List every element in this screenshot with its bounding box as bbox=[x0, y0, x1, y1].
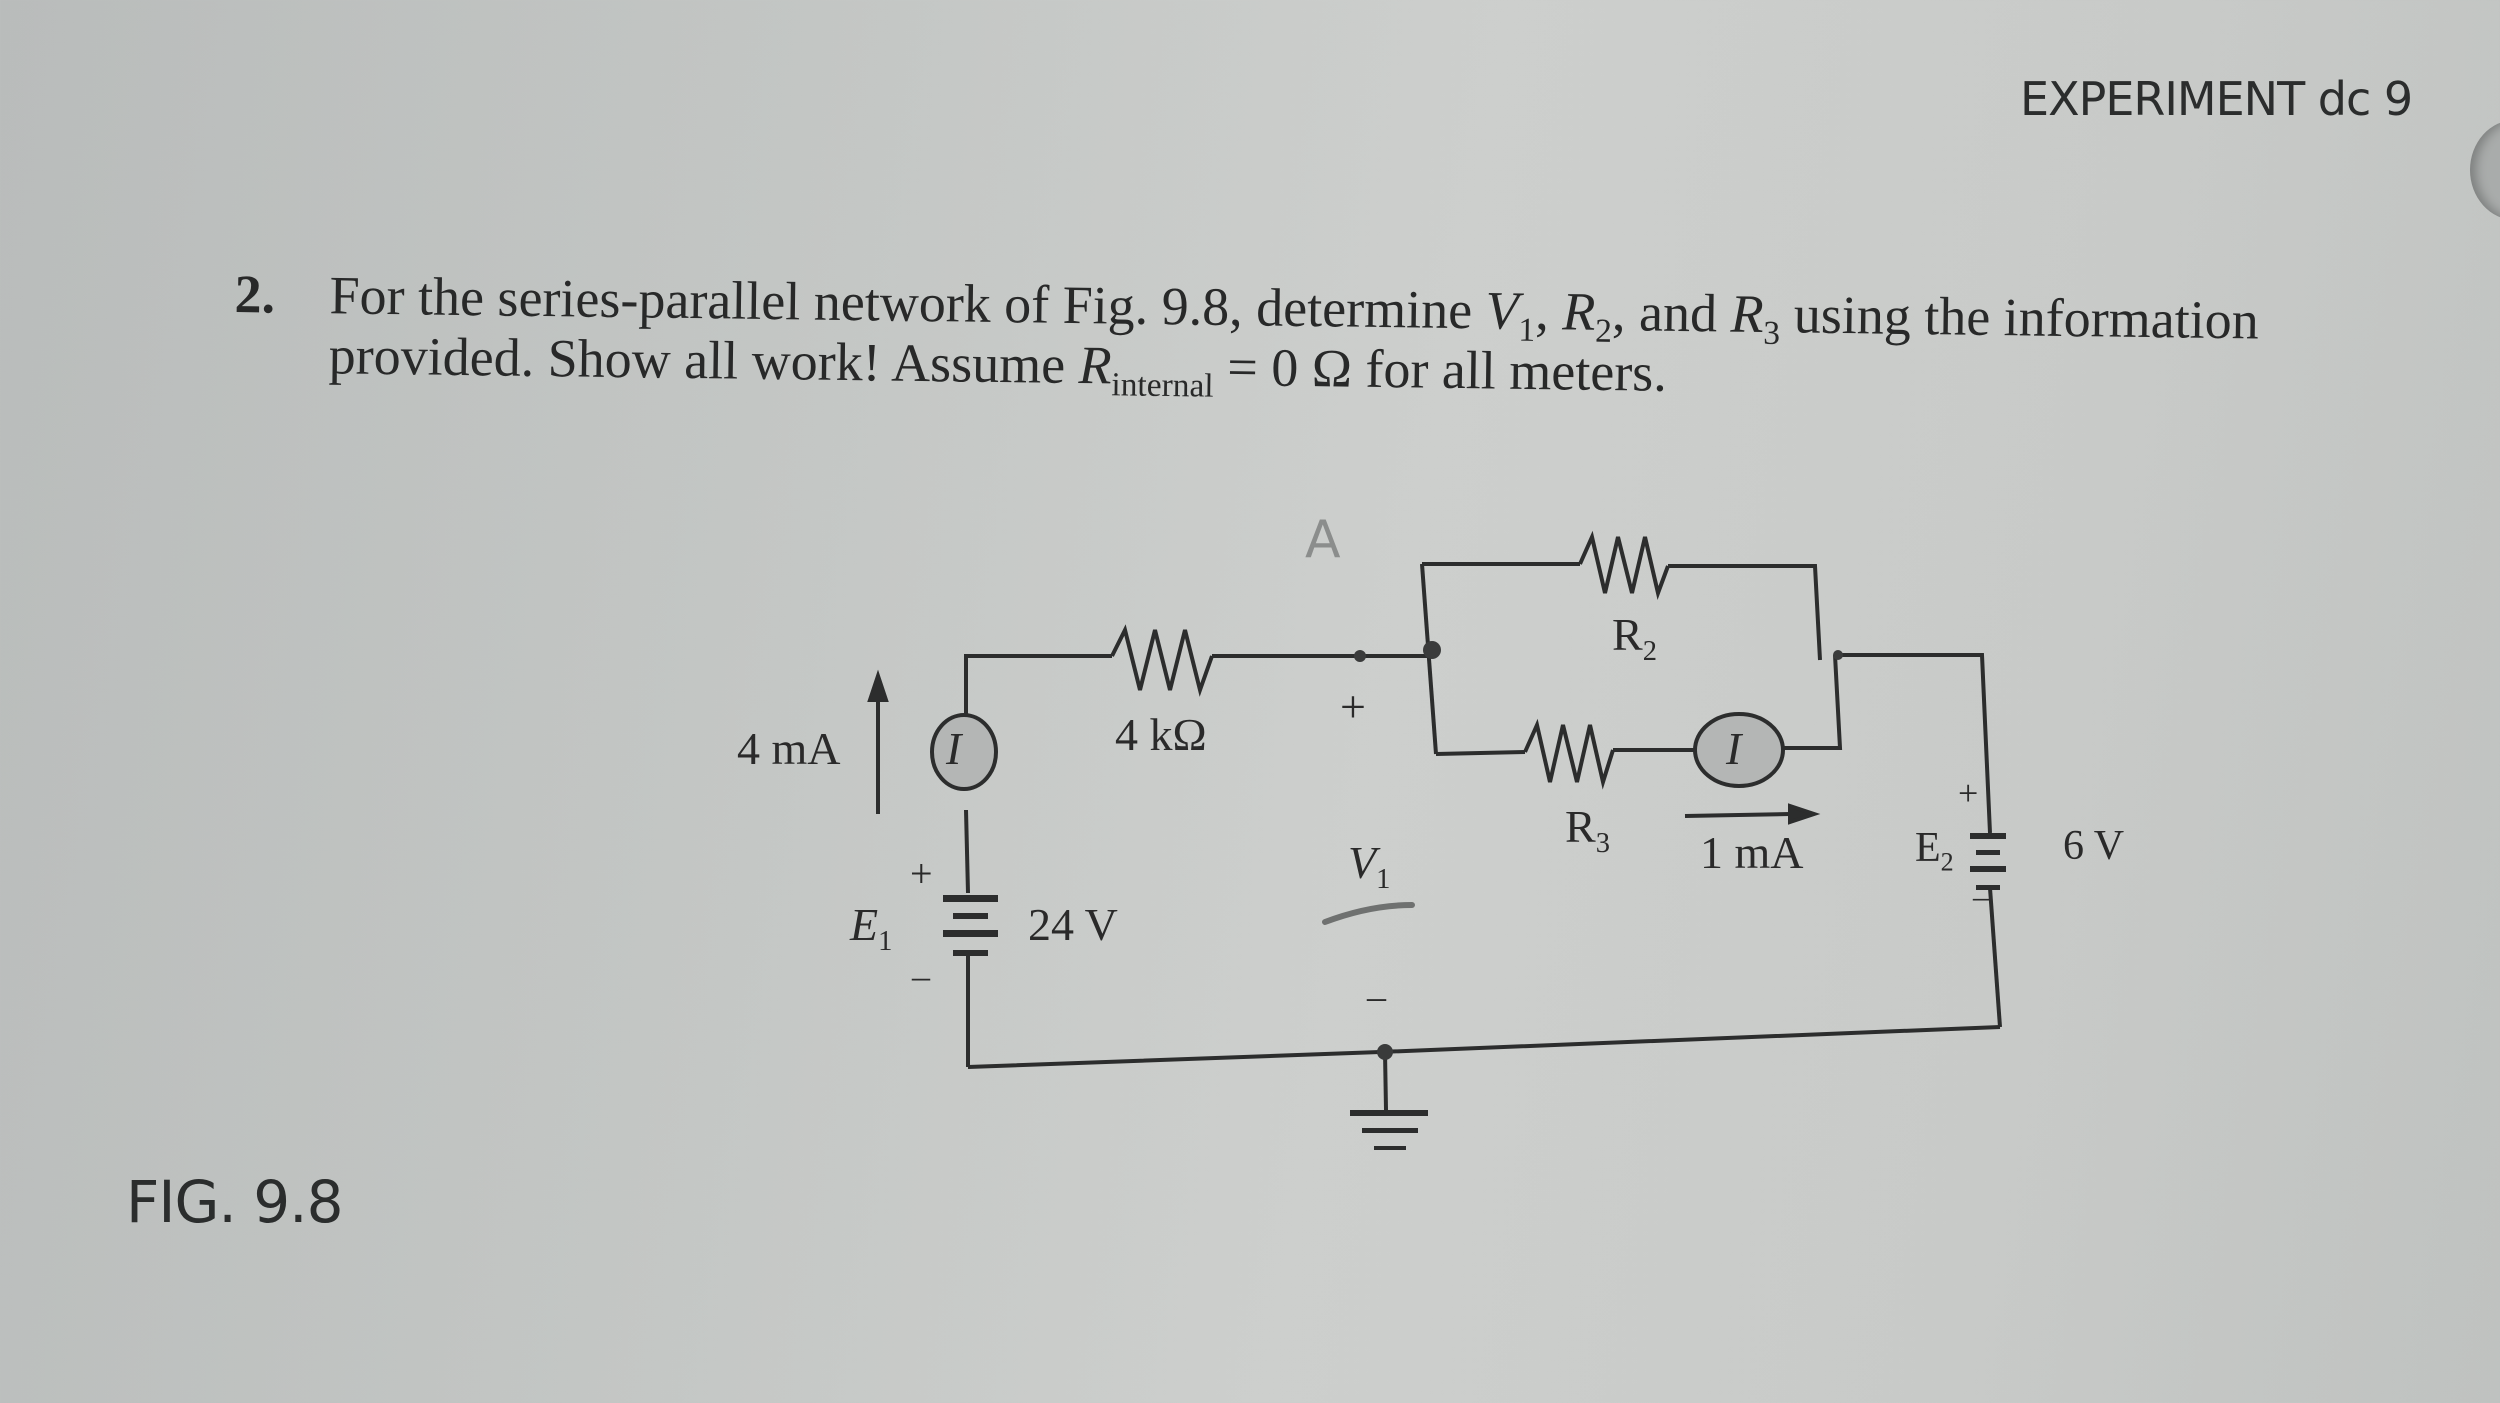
wire bbox=[1383, 1051, 1388, 1111]
r3-label: R3 bbox=[1565, 801, 1610, 860]
ground-icon bbox=[1350, 1110, 1428, 1150]
wire bbox=[967, 1025, 2001, 1069]
e1-plus-sign: + bbox=[910, 851, 933, 896]
wire bbox=[1668, 564, 1822, 661]
resistor-4k-label: 4 kΩ bbox=[1115, 709, 1207, 760]
e2-minus-sign: – bbox=[1973, 878, 1989, 914]
resistor-r3-icon bbox=[1523, 718, 1615, 790]
e1-label: E1 bbox=[850, 899, 893, 958]
e2-plus-sign: + bbox=[1958, 773, 1979, 813]
node-dots bbox=[1354, 641, 1843, 1060]
wire bbox=[964, 809, 970, 894]
v1-plus-sign: + bbox=[1340, 681, 1366, 732]
wire bbox=[1420, 563, 1438, 755]
battery-e1-icon bbox=[943, 895, 998, 956]
r2-label: R2 bbox=[1612, 609, 1657, 668]
handwritten-note: A bbox=[1305, 510, 1341, 570]
current-source-1-symbol: I bbox=[946, 723, 962, 774]
wire bbox=[1783, 654, 1843, 750]
current-meter-2-icon bbox=[1693, 712, 1785, 788]
current-source-1-value: 4 mA bbox=[737, 723, 841, 774]
resistor-r2-icon bbox=[1578, 530, 1670, 600]
arrow-up-icon bbox=[867, 669, 889, 814]
experiment-header: EXPERIMENT dc 9 bbox=[2020, 72, 2413, 126]
current-meter-2-value: 1 mA bbox=[1700, 827, 1804, 878]
e2-value: 6 V bbox=[2063, 823, 2125, 869]
battery-e2-icon bbox=[1970, 833, 2006, 890]
v1-minus-sign: – bbox=[1367, 976, 1386, 1018]
wire bbox=[1988, 887, 2002, 1028]
v1-label: V1 bbox=[1348, 837, 1391, 896]
handwritten-underline bbox=[1322, 902, 1415, 925]
e1-minus-sign: – bbox=[912, 956, 930, 996]
wire bbox=[1435, 750, 1526, 756]
resistor-4k-icon bbox=[1110, 624, 1214, 697]
current-source-1-icon bbox=[930, 713, 998, 791]
arrow-right-icon bbox=[1684, 803, 1821, 825]
wire bbox=[1835, 653, 1992, 834]
e2-label: E2 bbox=[1915, 825, 1954, 877]
current-meter-2-symbol: I bbox=[1726, 723, 1742, 774]
e1-value: 24 V bbox=[1028, 899, 1118, 950]
figure-caption: FIG. 9.8 bbox=[126, 1168, 344, 1236]
